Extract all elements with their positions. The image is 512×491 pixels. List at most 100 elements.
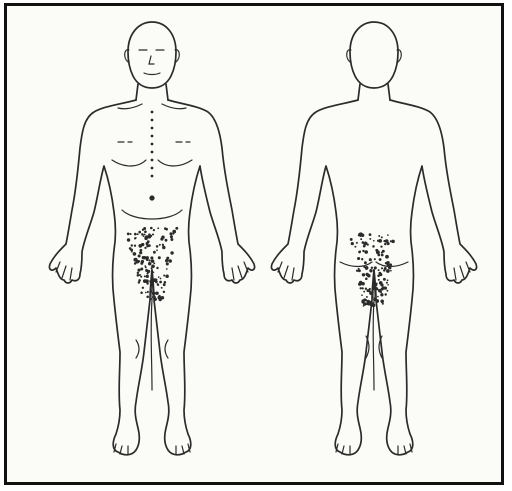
back-head (350, 22, 398, 88)
lesion-dot (127, 238, 130, 241)
back-fingers-right (454, 262, 470, 280)
lesion-dot (158, 256, 161, 259)
lesion-dot (142, 243, 144, 245)
lesion-dot (160, 278, 162, 280)
lesion-dot (354, 246, 356, 248)
lesion-dot (151, 259, 155, 263)
lesion-dot (357, 257, 360, 260)
lesion-dot (153, 251, 156, 254)
lesion-dot (130, 233, 132, 235)
lesion-dot (378, 269, 380, 271)
lesion-dot (363, 243, 366, 246)
lesion-dot (140, 249, 143, 252)
lesion-dot (356, 242, 358, 244)
lesion-dot (365, 268, 367, 270)
lesion-dot (380, 245, 382, 247)
lesion-dot (150, 256, 153, 259)
lesion-dot (165, 228, 168, 231)
front-clavicle-left (118, 104, 142, 109)
lesion-dot (387, 284, 389, 286)
lesion-dot (152, 233, 154, 235)
back-neck-right (388, 84, 390, 100)
lesion-dot (356, 270, 358, 272)
front-navel (149, 195, 154, 200)
lesion-dot (170, 235, 173, 238)
back-toes-left (336, 444, 350, 454)
lesion-dot (360, 287, 362, 289)
lesion-dot (144, 265, 146, 267)
back-gluteal-line (340, 262, 408, 267)
lesion-dot (134, 233, 137, 236)
lesion-dot (366, 300, 369, 303)
lesion-dot (381, 287, 384, 290)
lesion-dot (362, 250, 364, 252)
front-mouth (144, 73, 160, 75)
lesion-dot (377, 288, 379, 290)
lesion-dot (165, 239, 168, 242)
lesion-dot (361, 294, 363, 296)
lesion-dot (365, 288, 367, 290)
lesion-dot (363, 266, 365, 268)
lesion-dot (146, 256, 149, 259)
lesion-dot (138, 254, 141, 257)
lesion-dot (149, 259, 151, 261)
lesion-dot (161, 287, 163, 289)
lesion-dot (370, 303, 373, 306)
lesion-dot (378, 235, 380, 237)
lesion-dot (146, 279, 148, 281)
lesion-dot (372, 245, 375, 248)
lesion-dot (378, 279, 380, 281)
front-pectoral-left (112, 160, 146, 166)
lesion-dot (156, 249, 158, 251)
lesion-dot (157, 283, 159, 285)
lesion-dot (386, 269, 390, 273)
lesion-dot (163, 283, 166, 286)
lesion-dot (143, 227, 146, 230)
front-head (128, 22, 176, 88)
front-toes-left (114, 444, 128, 454)
lesion-dot (366, 274, 368, 276)
lesion-dot (146, 243, 148, 245)
lesion-dot (358, 282, 362, 286)
lesion-dot (150, 227, 153, 230)
lesion-dot (162, 244, 164, 246)
lesion-dot (146, 275, 149, 278)
front-knee-left (136, 340, 139, 358)
lesion-dot (137, 272, 139, 274)
lesion-dot (146, 296, 149, 299)
lesion-dot (133, 252, 137, 256)
lesion-dot (151, 264, 155, 268)
lesion-dot (129, 247, 132, 250)
back-neck-left (358, 84, 360, 100)
lesion-dot (383, 278, 386, 281)
lesion-dot (155, 298, 157, 300)
lesion-dot (131, 251, 133, 253)
lesion-dot (144, 275, 146, 277)
lesion-dot (367, 244, 369, 246)
lesion-dot (369, 269, 372, 272)
lesion-dot (157, 227, 159, 229)
back-outline-right (374, 100, 477, 455)
lesion-dot (161, 235, 164, 238)
lesion-dot (144, 247, 146, 249)
lesion-dot (384, 243, 386, 245)
lesion-dot (142, 287, 144, 289)
lesion-dot (141, 260, 144, 263)
lesion-dot (381, 236, 383, 238)
lesion-dot (390, 270, 392, 272)
lesion-dot (366, 296, 368, 298)
lesion-dot (369, 292, 372, 295)
lesion-dot (151, 275, 153, 277)
lesion-dot (138, 281, 140, 283)
front-clavicle-right (162, 104, 186, 109)
lesion-dot (381, 254, 384, 257)
lesion-dot (153, 271, 155, 273)
lesion-dot (165, 260, 167, 262)
lesion-dot (134, 237, 136, 239)
lesion-dot (373, 298, 376, 301)
lesion-dot (362, 273, 365, 276)
lesion-dot (137, 269, 140, 272)
lesion-dot (156, 267, 158, 269)
lesion-dot (363, 291, 365, 293)
